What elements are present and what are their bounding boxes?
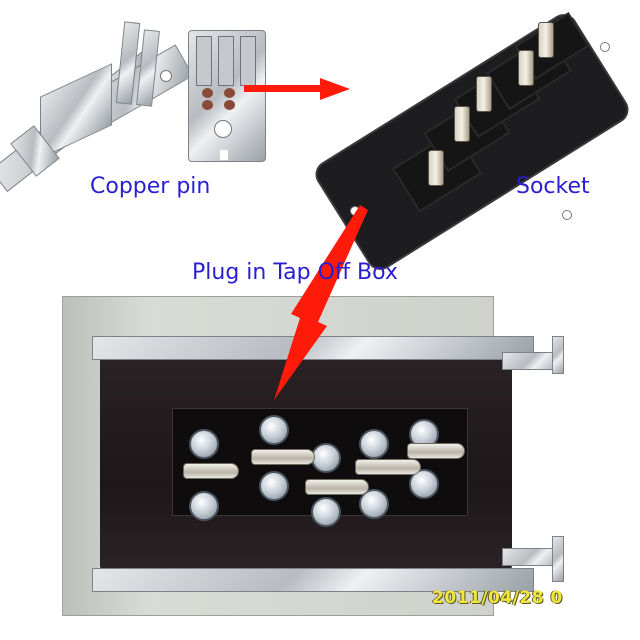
socket-label: Socket	[516, 174, 590, 199]
timestamp-overlay: 2011/04/28 0	[432, 588, 563, 608]
tap-off-box: 2011/04/28 0	[62, 288, 582, 620]
socket	[310, 8, 634, 276]
tap-off-box-label: Plug in Tap Off Box	[192, 260, 398, 285]
copper-pin-assembly	[0, 10, 200, 193]
copper-pin-single	[188, 30, 268, 162]
terminal-block	[172, 408, 468, 527]
copper-pin-label: Copper pin	[90, 174, 211, 199]
